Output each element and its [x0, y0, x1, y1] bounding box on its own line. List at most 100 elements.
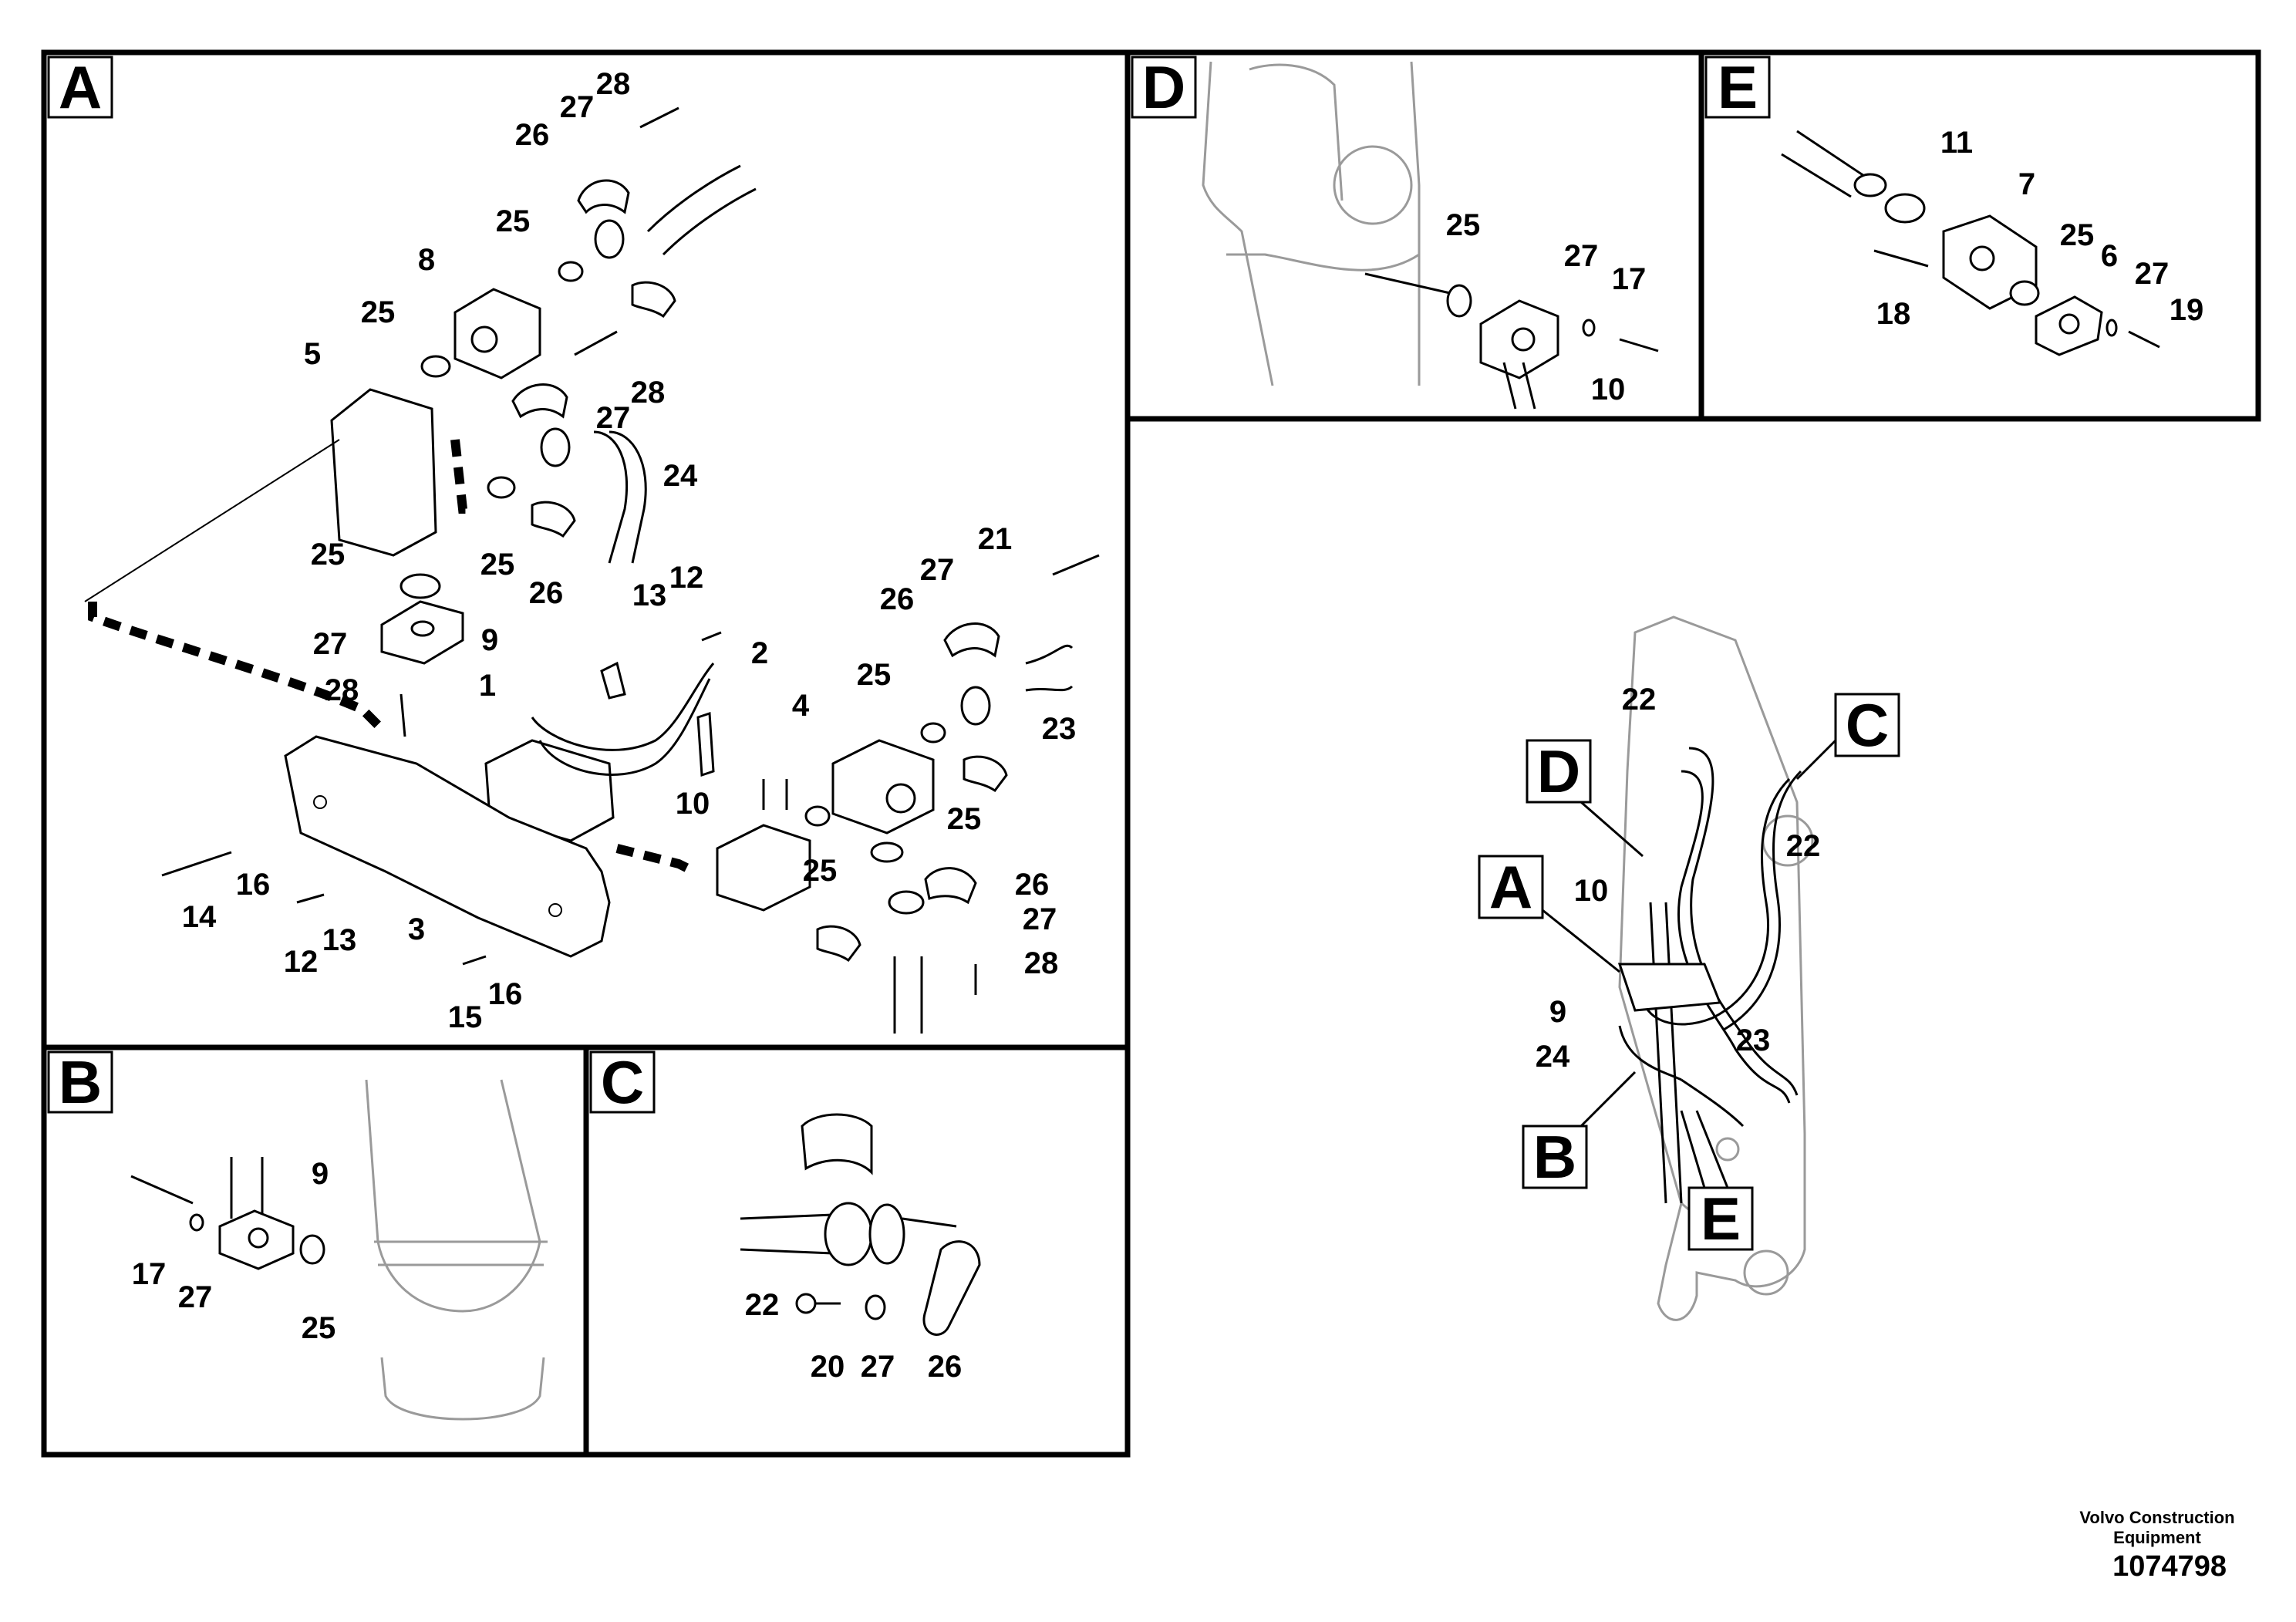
callout: 23 — [1736, 1023, 1771, 1057]
callout: 28 — [631, 376, 666, 410]
callout: 7 — [2018, 167, 2035, 201]
svg-text:B: B — [1533, 1123, 1576, 1191]
callout: 19 — [2170, 293, 2204, 327]
panel-e-label: E — [1704, 53, 1771, 121]
panel-a-callouts: 28 27 26 25 8 25 5 28 27 24 25 26 25 27 … — [182, 67, 1077, 1034]
callout: 1 — [479, 669, 496, 703]
panel-d-label: D — [1131, 53, 1197, 121]
overview-label-d: D — [1526, 737, 1644, 858]
callout: 10 — [676, 787, 710, 821]
overview-label-b: B — [1522, 1071, 1637, 1191]
callout: 27 — [1564, 239, 1599, 273]
panel-d-drawing — [1202, 61, 1659, 410]
svg-text:B: B — [59, 1048, 102, 1116]
callout: 25 — [2060, 218, 2095, 252]
overview-callouts: 22 22 10 9 24 23 — [1536, 683, 1821, 1074]
callout: 28 — [325, 673, 359, 707]
panel-e-drawing — [1781, 130, 2160, 356]
callout: 14 — [182, 900, 217, 934]
panel-c-label: C — [589, 1048, 656, 1116]
callout: 27 — [861, 1350, 895, 1384]
callout: 3 — [408, 912, 425, 946]
callout: 27 — [178, 1280, 213, 1314]
svg-text:E: E — [1718, 53, 1758, 121]
callout: 24 — [663, 459, 698, 493]
block-8 — [453, 288, 541, 379]
svg-text:D: D — [1537, 737, 1580, 805]
callout: 25 — [857, 658, 892, 692]
callout: 12 — [669, 561, 704, 595]
callout: 16 — [488, 977, 523, 1011]
svg-text:C: C — [601, 1048, 644, 1116]
panel-b-label: B — [47, 1048, 113, 1116]
callout: 9 — [312, 1157, 329, 1191]
callout: 25 — [480, 548, 515, 582]
callout: 27 — [1023, 902, 1057, 936]
callout: 26 — [928, 1350, 963, 1384]
callout: 13 — [632, 578, 667, 612]
callout: 25 — [361, 295, 396, 329]
callout: 25 — [496, 204, 531, 238]
callout: 10 — [1591, 373, 1626, 406]
callout: 2 — [751, 636, 768, 670]
callout: 16 — [236, 868, 271, 902]
callout: 26 — [1015, 868, 1050, 902]
callout: 28 — [1024, 946, 1059, 980]
panel-d-callouts: 25 27 17 10 — [1446, 208, 1647, 406]
callout: 28 — [596, 67, 631, 101]
block-10 — [716, 824, 811, 912]
panel-c-drawing — [740, 1113, 981, 1336]
callout: 6 — [2101, 239, 2118, 273]
block-5 — [330, 388, 437, 557]
panel-b-drawing — [130, 1079, 548, 1421]
callout: 9 — [1549, 995, 1566, 1029]
callout: 22 — [745, 1288, 780, 1322]
panel-c-frame — [583, 1044, 1131, 1458]
svg-text:E: E — [1701, 1185, 1741, 1253]
footer-doc-number: 1074798 — [2112, 1550, 2227, 1583]
callout: 9 — [481, 623, 498, 657]
callout: 27 — [560, 90, 595, 124]
callout: 10 — [1574, 874, 1609, 908]
callout: 27 — [2135, 257, 2170, 291]
callout: 13 — [322, 923, 357, 957]
overview-label-a: A — [1478, 853, 1620, 973]
panel-e-callouts: 11 7 18 25 6 27 19 — [1876, 126, 2204, 331]
panel-c-callouts: 22 20 27 26 — [745, 1288, 963, 1384]
callout: 24 — [1536, 1040, 1570, 1074]
callout: 25 — [947, 802, 982, 836]
callout: 21 — [978, 522, 1013, 556]
callout: 4 — [792, 689, 810, 723]
overview-label-c: C — [1795, 691, 1900, 781]
block-4 — [831, 739, 935, 835]
callout: 25 — [1446, 208, 1481, 242]
callout: 22 — [1622, 683, 1657, 717]
callout: 23 — [1042, 712, 1077, 746]
svg-text:A: A — [1489, 853, 1532, 921]
callout: 25 — [302, 1311, 336, 1345]
callout: 27 — [596, 401, 631, 435]
callout: 25 — [803, 854, 838, 888]
callout: 8 — [418, 243, 435, 277]
callout: 11 — [1940, 126, 1973, 160]
callout: 17 — [132, 1257, 167, 1291]
callout: 22 — [1786, 829, 1821, 863]
panel-a-label: A — [47, 53, 113, 121]
overview-drawing — [1617, 615, 1814, 1321]
callout: 27 — [313, 627, 348, 661]
callout: 12 — [284, 945, 319, 979]
callout: 25 — [311, 538, 346, 572]
panel-e-frame — [1698, 49, 2261, 422]
bracket-3 — [284, 735, 611, 958]
callout: 17 — [1612, 262, 1647, 296]
callout: 27 — [920, 553, 955, 587]
panel-b-callouts: 9 17 27 25 — [132, 1157, 336, 1345]
callout: 26 — [529, 576, 564, 610]
overview-label-e: E — [1680, 1110, 1754, 1253]
callout: 26 — [515, 118, 550, 152]
callout: 20 — [811, 1350, 845, 1384]
svg-text:C: C — [1846, 691, 1889, 759]
callout: 5 — [304, 337, 321, 371]
callout: 18 — [1876, 297, 1911, 331]
